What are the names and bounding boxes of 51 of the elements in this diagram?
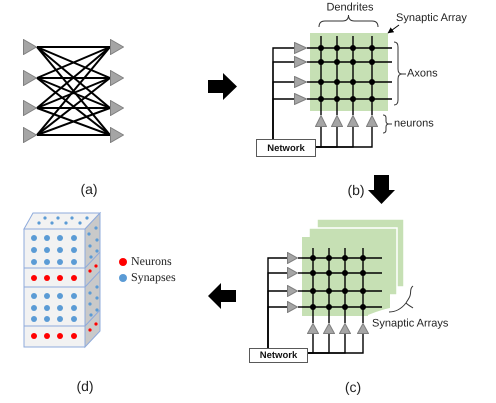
connector-line — [37, 77, 110, 79]
annotation-text: neurons — [394, 118, 434, 130]
triangle-node — [307, 323, 319, 334]
callout-text: Synaptic Array — [396, 11, 470, 25]
connector-line — [37, 46, 110, 48]
crossing-lines — [36, 77, 111, 136]
triangle-node — [331, 115, 343, 127]
connector-line — [316, 127, 373, 148]
panel-label: (c) — [344, 378, 362, 396]
annotation-text: Axons — [407, 68, 438, 80]
crossing-lines — [36, 46, 111, 79]
triangle-node — [287, 301, 298, 313]
connector-line — [267, 306, 287, 348]
triangle-node — [23, 70, 37, 86]
panel-label: (a) — [80, 180, 98, 198]
crossing-lines — [36, 107, 111, 136]
triangle-node — [23, 127, 37, 143]
triangle-node — [23, 100, 37, 116]
connector-line — [272, 98, 294, 139]
triangle-node — [110, 127, 124, 143]
triangle-node — [347, 115, 359, 127]
triangle-node — [110, 100, 124, 116]
legend-text: Synapses — [131, 271, 176, 285]
triangle-node — [294, 76, 307, 88]
triangle-node — [315, 115, 327, 127]
crossing-lines — [36, 46, 111, 109]
leader-arrow — [388, 24, 400, 34]
triangle-node — [294, 93, 307, 105]
triangle-node — [366, 115, 378, 127]
annotation-text: Dendrites — [326, 2, 374, 14]
network-box: Network — [256, 139, 316, 157]
crossing-lines — [36, 46, 111, 136]
connector-line — [37, 107, 110, 109]
triangle-node — [339, 323, 351, 334]
legend-text: Neurons — [131, 255, 172, 269]
triangle-node — [323, 323, 335, 334]
panel-label: (d) — [76, 378, 94, 394]
triangle-node — [110, 39, 124, 55]
network-box: Network — [249, 348, 308, 363]
triangle-node — [294, 42, 307, 54]
panel-label: (b) — [347, 182, 365, 198]
triangle-node — [23, 39, 37, 55]
connector-line — [308, 334, 364, 354]
triangle-node — [294, 56, 307, 68]
triangle-node — [287, 267, 298, 279]
triangle-node — [287, 252, 298, 264]
annotation-text: Synaptic Arrays — [372, 318, 448, 330]
triangle-node — [287, 285, 298, 297]
connector-line — [37, 134, 110, 136]
triangle-node — [110, 70, 124, 86]
triangle-node — [357, 323, 369, 334]
